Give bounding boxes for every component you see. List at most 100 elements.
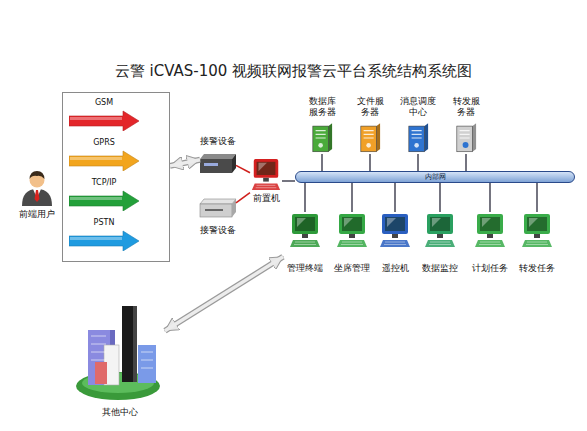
alarm-device-icon (200, 204, 232, 217)
alarm-device-icon (205, 209, 223, 211)
user-node: 前端用户 (12, 168, 62, 220)
database-server-icon (313, 123, 332, 151)
double-arrow (170, 160, 200, 166)
node-label: 管理终端 (283, 263, 327, 274)
link-line (282, 180, 295, 181)
diagram-title: 云警 iCVAS-100 视频联网报警云平台系统结构系统图 (0, 62, 587, 80)
link-line (236, 193, 250, 203)
buildings-icon (91, 336, 153, 368)
terminal-node: 坐席管理 (330, 212, 374, 274)
terminal-node: 管理终端 (283, 212, 327, 274)
alarm-device-icon (200, 154, 236, 173)
user-icon (22, 189, 52, 206)
terminal-icon (380, 214, 410, 247)
buildings-icon (76, 306, 160, 400)
link-line (395, 183, 396, 212)
node-label: GSM (69, 97, 139, 109)
link-line (439, 183, 440, 212)
node-label: 坐席管理 (330, 263, 374, 274)
link-line (351, 183, 352, 212)
node-label: 其他中心 (75, 407, 165, 418)
arrow-shape (69, 191, 139, 211)
server-node: 转发服 务器 (446, 96, 486, 154)
arrow-body (170, 160, 200, 166)
node-label: 数据监控 (418, 263, 462, 274)
arrow-shine (70, 197, 122, 200)
link-line (282, 181, 295, 182)
arrow-body (165, 257, 283, 331)
alarm-device-icon (200, 159, 232, 173)
node-label: 前置机 (250, 193, 282, 204)
center-node: 其他中心 (75, 300, 165, 418)
file-server-icon (361, 123, 380, 151)
terminal-icon (522, 214, 552, 247)
server-node: 数据库 服务器 (302, 96, 342, 154)
link-line (304, 183, 305, 212)
terminal-icon (337, 214, 367, 247)
message-center-icon (409, 123, 428, 151)
channel-arrow: GSM (69, 97, 139, 131)
alarm-device: 接警设备 (200, 196, 236, 236)
front-computer-icon (252, 159, 280, 190)
node-label: 数据库 服务器 (302, 96, 342, 118)
link-line (465, 154, 466, 171)
link-line (489, 183, 490, 212)
link-line (236, 165, 250, 172)
link-line (536, 183, 537, 212)
alarm-device-icon (200, 199, 236, 204)
server-node: 消息调度 中心 (398, 96, 438, 154)
node-label: 内部网 (296, 173, 574, 181)
channel-box: GSM GPRS TCP/IP PSTN (62, 92, 170, 262)
terminal-node: 遥控机 (373, 212, 417, 274)
buildings-icon (122, 306, 133, 382)
link-line (417, 154, 418, 171)
node-label: 计划任务 (468, 263, 512, 274)
link-line (537, 183, 538, 212)
channel-arrow: PSTN (69, 217, 139, 251)
node-label: 文件服 务器 (350, 96, 390, 118)
channel-arrow: GPRS (69, 137, 139, 171)
alarm-device-icon (200, 154, 236, 159)
terminal-icon (475, 214, 505, 247)
alarm-device: 接警设备 (200, 136, 236, 176)
forward-server-icon (457, 123, 476, 151)
link-line (440, 183, 441, 212)
node-label: TCP/IP (69, 177, 139, 189)
terminal-node: 计划任务 (468, 212, 512, 274)
link-line (236, 193, 250, 203)
double-arrow (165, 257, 283, 331)
alarm-device-icon (232, 199, 236, 217)
arrow-shape (69, 111, 139, 131)
arrow-shape (69, 231, 139, 251)
node-label: 转发任务 (515, 263, 559, 274)
node-label: 接警设备 (200, 136, 236, 147)
link-line (321, 154, 322, 171)
user-icon (35, 190, 40, 202)
node-label: PSTN (69, 217, 139, 229)
buildings-icon (138, 345, 156, 383)
arrow-shine (70, 117, 122, 120)
node-label: 接警设备 (200, 225, 236, 236)
link-line (322, 154, 323, 171)
terminal-node: 转发任务 (515, 212, 559, 274)
link-line (490, 183, 491, 212)
network-bus: 内部网 (295, 171, 575, 183)
channel-arrow: TCP/IP (69, 177, 139, 211)
arrow-shine (70, 157, 122, 160)
node-label: GPRS (69, 137, 139, 149)
arrow-outline (165, 257, 283, 331)
link-line (418, 154, 419, 171)
link-line (394, 183, 395, 212)
alarm-device-icon (200, 199, 236, 217)
arrow-outline (170, 160, 200, 166)
node-label: 消息调度 中心 (398, 96, 438, 118)
user-icon (22, 171, 52, 206)
alarm-device-icon (204, 163, 218, 166)
terminal-icon (425, 214, 455, 247)
terminal-icon (290, 214, 320, 247)
buildings-icon (95, 362, 107, 384)
terminal-node: 数据监控 (418, 212, 462, 274)
node-label: 转发服 务器 (446, 96, 486, 118)
link-line (369, 154, 370, 171)
